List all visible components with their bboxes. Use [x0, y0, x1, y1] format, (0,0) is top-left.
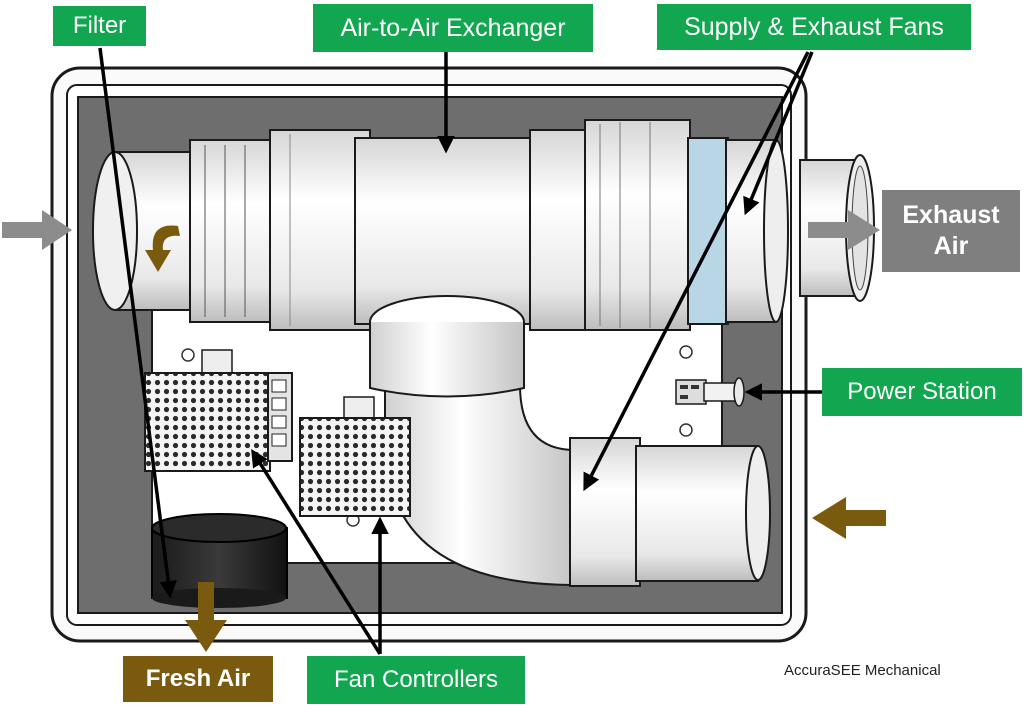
fan-housing: [584, 119, 789, 331]
elbow-pipe: [369, 295, 576, 587]
fan-controllers-label: Fan Controllers: [307, 656, 525, 704]
internal-curved-arrow: [145, 225, 180, 272]
exhaust-air-label-line1: Exhaust: [902, 201, 1000, 229]
air-to-air-exchanger-label: Air-to-Air Exchanger: [313, 4, 593, 52]
power-station-device: [675, 377, 745, 407]
return-air-flow-arrow: [812, 497, 886, 539]
power-station-label: Power Station: [822, 368, 1022, 416]
exhaust-air-label: Exhaust Air: [882, 190, 1020, 272]
intake-flow-arrow: [2, 210, 72, 250]
filter-label: Filter: [53, 6, 146, 46]
supply-duct: [569, 437, 771, 587]
credit-text: AccuraSEE Mechanical: [784, 662, 941, 679]
supply-exhaust-fans-label: Supply & Exhaust Fans: [657, 4, 971, 50]
fan-controller-1: [144, 349, 293, 472]
filter-cylinder: [151, 513, 288, 608]
fan-controller-2: [299, 396, 411, 517]
fresh-air-label: Fresh Air: [123, 656, 273, 702]
flow-arrows: [2, 210, 886, 652]
fresh-air-flow-arrow: [185, 582, 227, 652]
air-to-air-exchanger-tube: [92, 129, 591, 331]
exhaust-air-label-line2: Air: [933, 232, 969, 260]
exhaust-flow-arrow: [808, 210, 880, 250]
leader-lines: [98, 47, 822, 655]
